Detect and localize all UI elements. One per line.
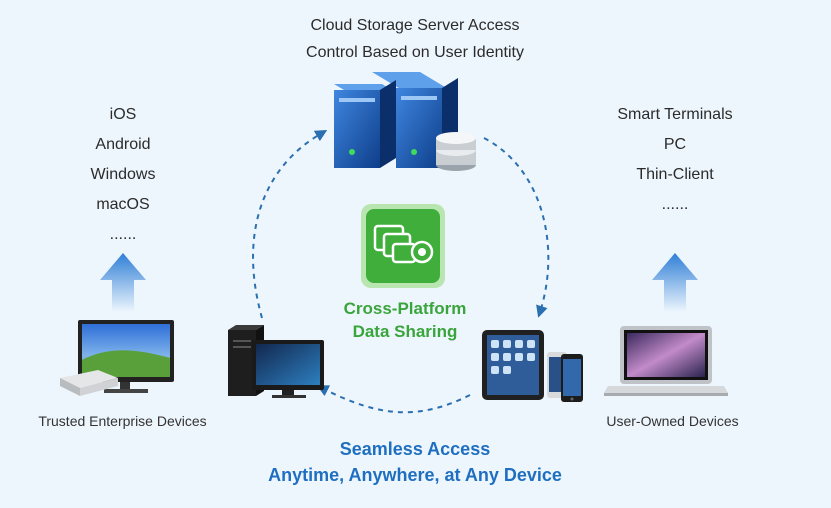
monitor-icon xyxy=(60,320,174,396)
server-caption-line2: Control Based on User Identity xyxy=(306,44,524,61)
platform-item: ...... xyxy=(109,226,137,243)
up-arrow-icon xyxy=(100,253,146,312)
platform-item: Windows xyxy=(90,166,156,183)
bottom-title-line1: Seamless Access xyxy=(339,439,491,459)
right-platform-list: Smart Terminals PC Thin-Client ...... xyxy=(600,100,750,220)
up-arrow-icon xyxy=(652,253,698,312)
platform-item: Android xyxy=(95,136,151,153)
tablet-phone-icon xyxy=(482,330,583,402)
flow-arrow-right xyxy=(483,137,550,318)
platform-item: macOS xyxy=(96,196,150,213)
platform-item: PC xyxy=(663,136,687,153)
platform-item: Thin-Client xyxy=(636,166,714,183)
flow-arrows xyxy=(252,129,550,414)
database-icon xyxy=(436,132,476,171)
left-platform-list: iOS Android Windows macOS ...... xyxy=(68,100,178,250)
laptop-icon xyxy=(604,326,728,396)
platform-item: Smart Terminals xyxy=(617,106,733,123)
server-caption: Cloud Storage Server Access Control Base… xyxy=(250,12,580,66)
platform-item: ...... xyxy=(661,196,689,213)
cross-platform-icon xyxy=(361,204,445,288)
center-title-line1: Cross-Platform xyxy=(343,299,467,318)
user-devices-label: User-Owned Devices xyxy=(606,413,739,429)
bottom-title: Seamless Access Anytime, Anywhere, at An… xyxy=(170,436,660,488)
platform-item: iOS xyxy=(109,106,137,123)
flow-arrow-bottom xyxy=(316,385,471,414)
flow-arrow-left xyxy=(252,129,328,319)
center-title-line2: Data Sharing xyxy=(352,322,458,341)
trusted-devices-label: Trusted Enterprise Devices xyxy=(38,413,207,429)
bottom-title-line2: Anytime, Anywhere, at Any Device xyxy=(268,465,562,485)
center-title: Cross-Platform Data Sharing xyxy=(300,297,510,343)
desktop-pc-icon xyxy=(228,325,324,398)
server-caption-line1: Cloud Storage Server Access xyxy=(310,17,520,34)
